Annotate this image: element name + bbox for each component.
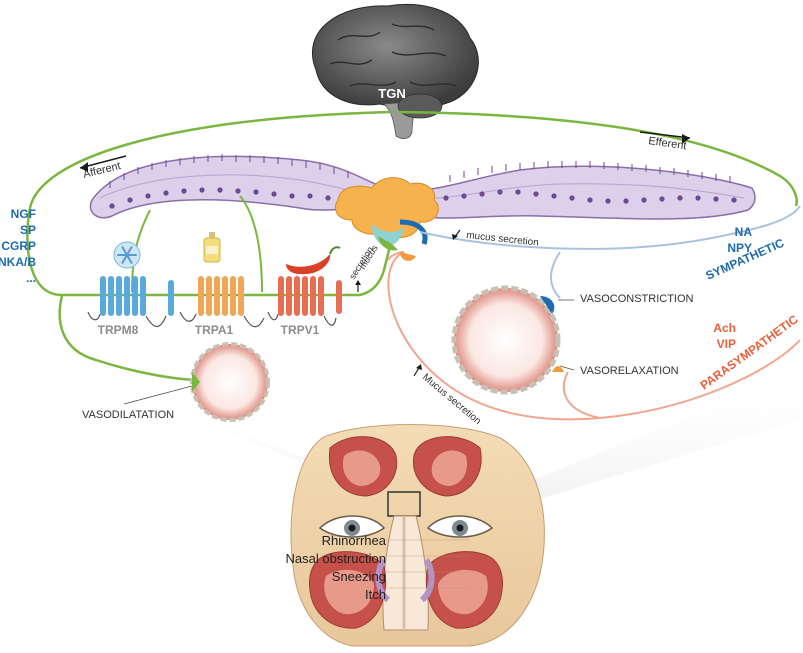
sympathetic-na: NA (735, 225, 753, 239)
vasodilatation-pointer (124, 386, 192, 404)
sympathetic-branch (551, 252, 560, 298)
trpa1-label: TRPA1 (195, 323, 234, 337)
mucus-left-line2: secretion (347, 245, 375, 281)
symptom-nasal-obstruction: Nasal obstruction (236, 550, 386, 568)
trpv1-channel (268, 276, 342, 325)
tgn-label: TGN (378, 86, 405, 101)
symptom-rhinorrhea: Rhinorrhea (236, 532, 386, 550)
symptoms-list: Rhinorrhea Nasal obstruction Sneezing It… (236, 532, 386, 604)
mediator-nka-b: NKA/B (0, 255, 36, 269)
mediator-more: ... (26, 271, 36, 285)
brain: TGN (312, 4, 478, 138)
trpv1-label: TRPV1 (281, 323, 320, 337)
parasympathetic-vip: VIP (717, 337, 736, 351)
trp-channels: TRPM8 TRPA1 TRPV1 (88, 232, 342, 337)
mediator-sp: SP (20, 223, 36, 237)
symptom-sneezing: Sneezing (236, 568, 386, 586)
vasoconstriction-label: VASOCONSTRICTION (580, 293, 694, 305)
vasorelaxation-label: VASORELAXATION (580, 365, 679, 377)
mucus-secretion-top: mucus secretion (452, 230, 539, 249)
symptom-itch: Itch (236, 586, 386, 604)
trpa1-channel (180, 276, 264, 327)
vessel-right (454, 288, 564, 392)
vasodilatation-label: VASODILATATION (82, 409, 174, 421)
parasympathetic-branch (564, 372, 600, 418)
sympathetic-labels: NA NPY SYMPATHETIC (704, 225, 787, 283)
mediator-cgrp: CGRP (1, 239, 36, 253)
trpm8-channel (88, 276, 174, 327)
trpm8-label: TRPM8 (98, 323, 139, 337)
vessel-vasodilatation (192, 344, 268, 420)
parasympathetic-terminal (400, 252, 416, 261)
efferent-indicator: Efferent (640, 132, 690, 152)
snowflake-icon (114, 242, 140, 268)
parasympathetic-ach: Ach (713, 321, 736, 335)
submucosal-gland (335, 178, 438, 246)
chili-pepper-icon (286, 247, 340, 274)
bottle-icon (204, 232, 220, 262)
mediator-ngf: NGF (11, 207, 36, 221)
afferent-mediators: NGF SP CGRP NKA/B ... (0, 207, 36, 285)
